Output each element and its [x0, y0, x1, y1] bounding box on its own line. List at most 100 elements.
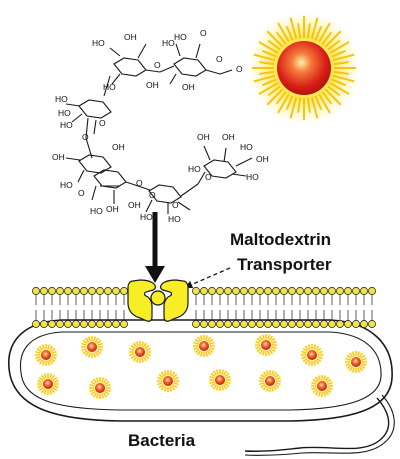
lipid-head [80, 320, 88, 328]
nanoparticle-icon [193, 335, 215, 357]
flagellum [244, 397, 390, 452]
lipid-head [56, 287, 64, 295]
bond [85, 117, 89, 139]
functional-group-label: HO [60, 180, 73, 190]
lipid-head [280, 320, 288, 328]
lipid-head [120, 320, 128, 328]
lipid-head [368, 320, 376, 328]
bond [177, 201, 191, 211]
bond [195, 43, 201, 59]
bond [180, 183, 199, 197]
functional-group-label: O [149, 190, 156, 200]
functional-group-label: O [154, 60, 161, 70]
lipid-head [248, 287, 256, 295]
sun-ray [253, 74, 276, 83]
bacteria-label: Bacteria [128, 431, 196, 450]
sugar-ring [93, 169, 127, 189]
functional-group-label: O [82, 132, 89, 142]
lipid-head [64, 287, 72, 295]
nanoparticle-icon [35, 344, 57, 366]
nanoparticle-icon [259, 370, 281, 392]
functional-group-label: O [99, 118, 106, 128]
sun-ray [266, 88, 284, 106]
lipid-head [96, 287, 104, 295]
lipid-head [336, 320, 344, 328]
lipid-head [232, 320, 240, 328]
bond [159, 65, 175, 73]
sun-ray [289, 17, 298, 40]
sun-ray [329, 82, 350, 95]
functional-group-label: OH [128, 200, 141, 210]
bond [103, 75, 111, 97]
bond [93, 119, 97, 135]
sun-ray [259, 61, 275, 66]
lipid-head [344, 287, 352, 295]
bond [77, 169, 85, 183]
functional-group-label: OH [182, 82, 195, 92]
lipid-head [240, 320, 248, 328]
lipid-head [328, 320, 336, 328]
bond [169, 73, 177, 85]
sun-ray [314, 26, 323, 41]
lipid-head [72, 287, 80, 295]
lipid-head [200, 320, 208, 328]
functional-group-label: OH [124, 32, 137, 42]
sun-ray [310, 17, 319, 40]
lipid-head [88, 287, 96, 295]
lipid-head [360, 287, 368, 295]
functional-group-label: HO [168, 214, 181, 224]
functional-group-label: OH [112, 142, 125, 152]
functional-group-label: HO [240, 142, 253, 152]
sun-ray [262, 49, 277, 58]
sun-ray [329, 41, 350, 54]
lipid-head [336, 287, 344, 295]
sun-ray [275, 31, 287, 45]
nanoparticle-icon [129, 341, 151, 363]
sun-ray [259, 70, 275, 75]
functional-group-label: O [216, 54, 223, 64]
sun-ray [297, 23, 302, 39]
lipid-head [312, 320, 320, 328]
lipid-head [40, 287, 48, 295]
sun-ray [285, 26, 294, 41]
lipid-head [320, 320, 328, 328]
lipid-head [48, 320, 56, 328]
lipid-head [272, 320, 280, 328]
lipid-head [368, 287, 376, 295]
sun-ray [266, 30, 284, 48]
lipid-head [208, 287, 216, 295]
sun-ray [332, 74, 355, 83]
sun-ray [297, 97, 302, 113]
lipid-head [216, 287, 224, 295]
lipid-head [272, 287, 280, 295]
bond [109, 47, 121, 57]
functional-group-label: HO [58, 108, 71, 118]
lipid-head [288, 320, 296, 328]
nanoparticle-icon [157, 370, 179, 392]
lipid-head [192, 287, 200, 295]
lipid-head [328, 287, 336, 295]
sugar-ring [78, 99, 112, 119]
functional-group-label: OH [197, 132, 210, 142]
lipid-head [312, 287, 320, 295]
bond [91, 185, 97, 201]
nanoparticle-icon [301, 344, 323, 366]
sun-ray [321, 31, 333, 45]
sun-ray [314, 95, 323, 110]
functional-group-label: HO [90, 206, 103, 216]
bond [175, 43, 181, 57]
lipid-head [104, 287, 112, 295]
lipid-head [48, 287, 56, 295]
sun-ray [324, 30, 342, 48]
sun-ray [310, 96, 319, 119]
sun-ray [333, 61, 349, 66]
functional-group-label: O [136, 178, 143, 188]
bond [145, 69, 161, 73]
lipid-head [208, 320, 216, 328]
nanoparticle-icon [345, 351, 367, 373]
lipid-head [240, 287, 248, 295]
bond [219, 69, 233, 75]
sun-ray [318, 93, 331, 114]
lipid-head [320, 287, 328, 295]
